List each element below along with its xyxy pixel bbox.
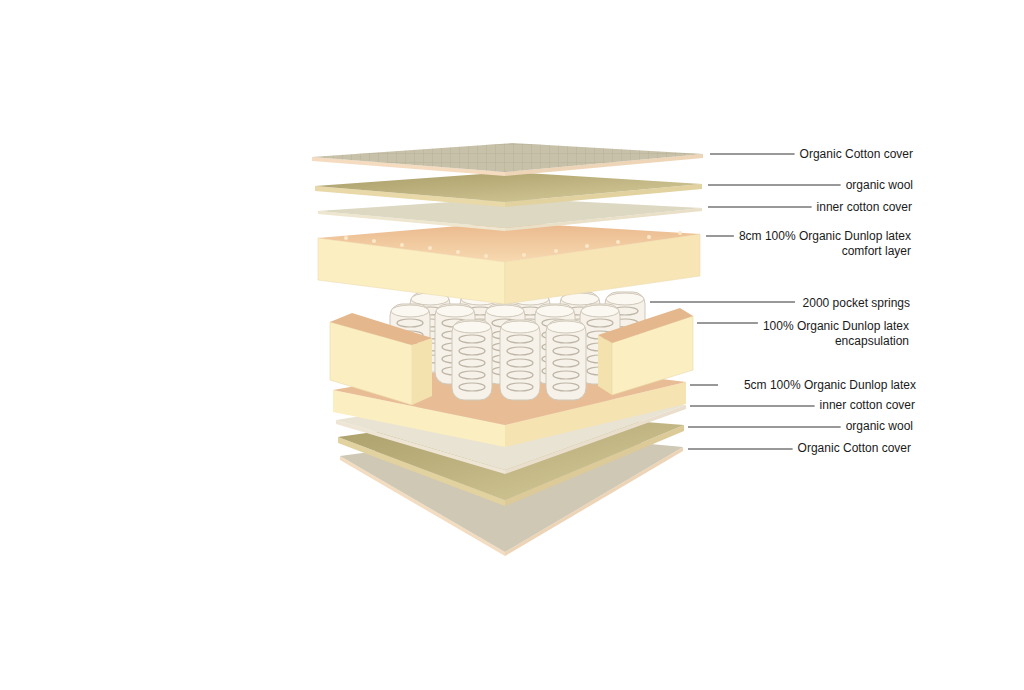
leader-line <box>650 302 795 303</box>
leader-line <box>688 427 841 428</box>
layer-label: 5cm 100% Organic Dunlop latex <box>744 378 916 393</box>
spring <box>546 320 586 400</box>
layer-top <box>312 143 703 172</box>
comfort-latex-layer <box>318 222 700 304</box>
layer-label: Organic Cotton cover <box>798 441 911 456</box>
layer-label: Organic Cotton cover <box>800 147 913 162</box>
layer-label: organic wool <box>846 178 913 193</box>
block-face <box>598 335 612 395</box>
leader-line <box>697 323 758 324</box>
leader-line <box>708 207 812 208</box>
top-wool-layer <box>315 172 702 207</box>
layer-top <box>315 172 702 202</box>
block-top <box>598 308 693 343</box>
leader-line <box>688 449 793 450</box>
leader-line <box>690 385 718 386</box>
leader-line <box>706 236 734 237</box>
layer-label: 8cm 100% Organic Dunlop latex comfort la… <box>719 229 911 259</box>
leader-line <box>708 185 841 186</box>
spring <box>452 320 492 400</box>
layer-label: organic wool <box>846 419 913 434</box>
top-cotton-cover <box>312 143 703 176</box>
latex-holes <box>344 231 682 258</box>
layer-label: 2000 pocket springs <box>803 296 910 311</box>
layer-label: 100% Organic Dunlop latex encapsulation <box>717 319 909 349</box>
leader-line <box>690 406 815 407</box>
layer-label: inner cotton cover <box>817 200 912 215</box>
encapsulation-left <box>330 313 432 405</box>
cover-texture <box>312 143 703 172</box>
encapsulation-right <box>598 308 693 395</box>
leader-line <box>710 154 795 155</box>
spring <box>500 320 540 400</box>
block-face <box>412 338 432 405</box>
layer-label: inner cotton cover <box>820 398 915 413</box>
block-top <box>330 313 432 345</box>
